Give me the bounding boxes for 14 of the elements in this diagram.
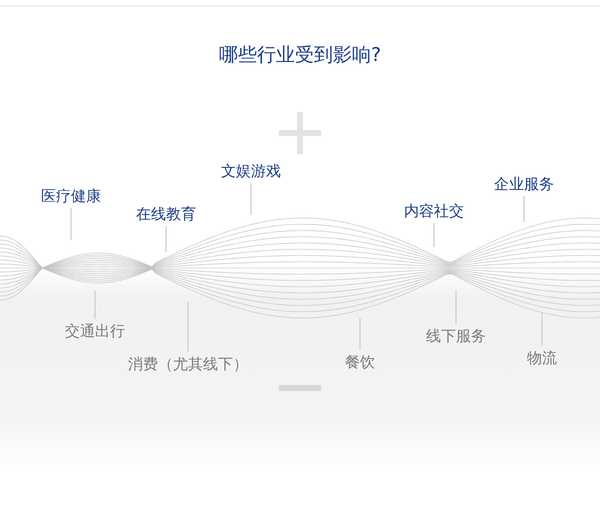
industry-label: 物流 (527, 348, 557, 368)
leader-line (70, 208, 72, 240)
leader-line (94, 290, 96, 320)
industry-label: 在线教育 (136, 204, 196, 224)
title: 哪些行业受到影响? (218, 43, 382, 68)
industry-label: 企业服务 (494, 174, 554, 194)
leader-line (250, 182, 252, 216)
industry-label: 内容社交 (404, 201, 464, 221)
industry-label: 文娱游戏 (221, 161, 281, 181)
industry-label: 线下服务 (426, 326, 486, 346)
industry-label: 消费（尤其线下） (128, 354, 248, 374)
industry-label: 餐饮 (345, 352, 375, 372)
industry-label: 医疗健康 (41, 186, 101, 206)
industry-label: 交通出行 (65, 321, 125, 341)
